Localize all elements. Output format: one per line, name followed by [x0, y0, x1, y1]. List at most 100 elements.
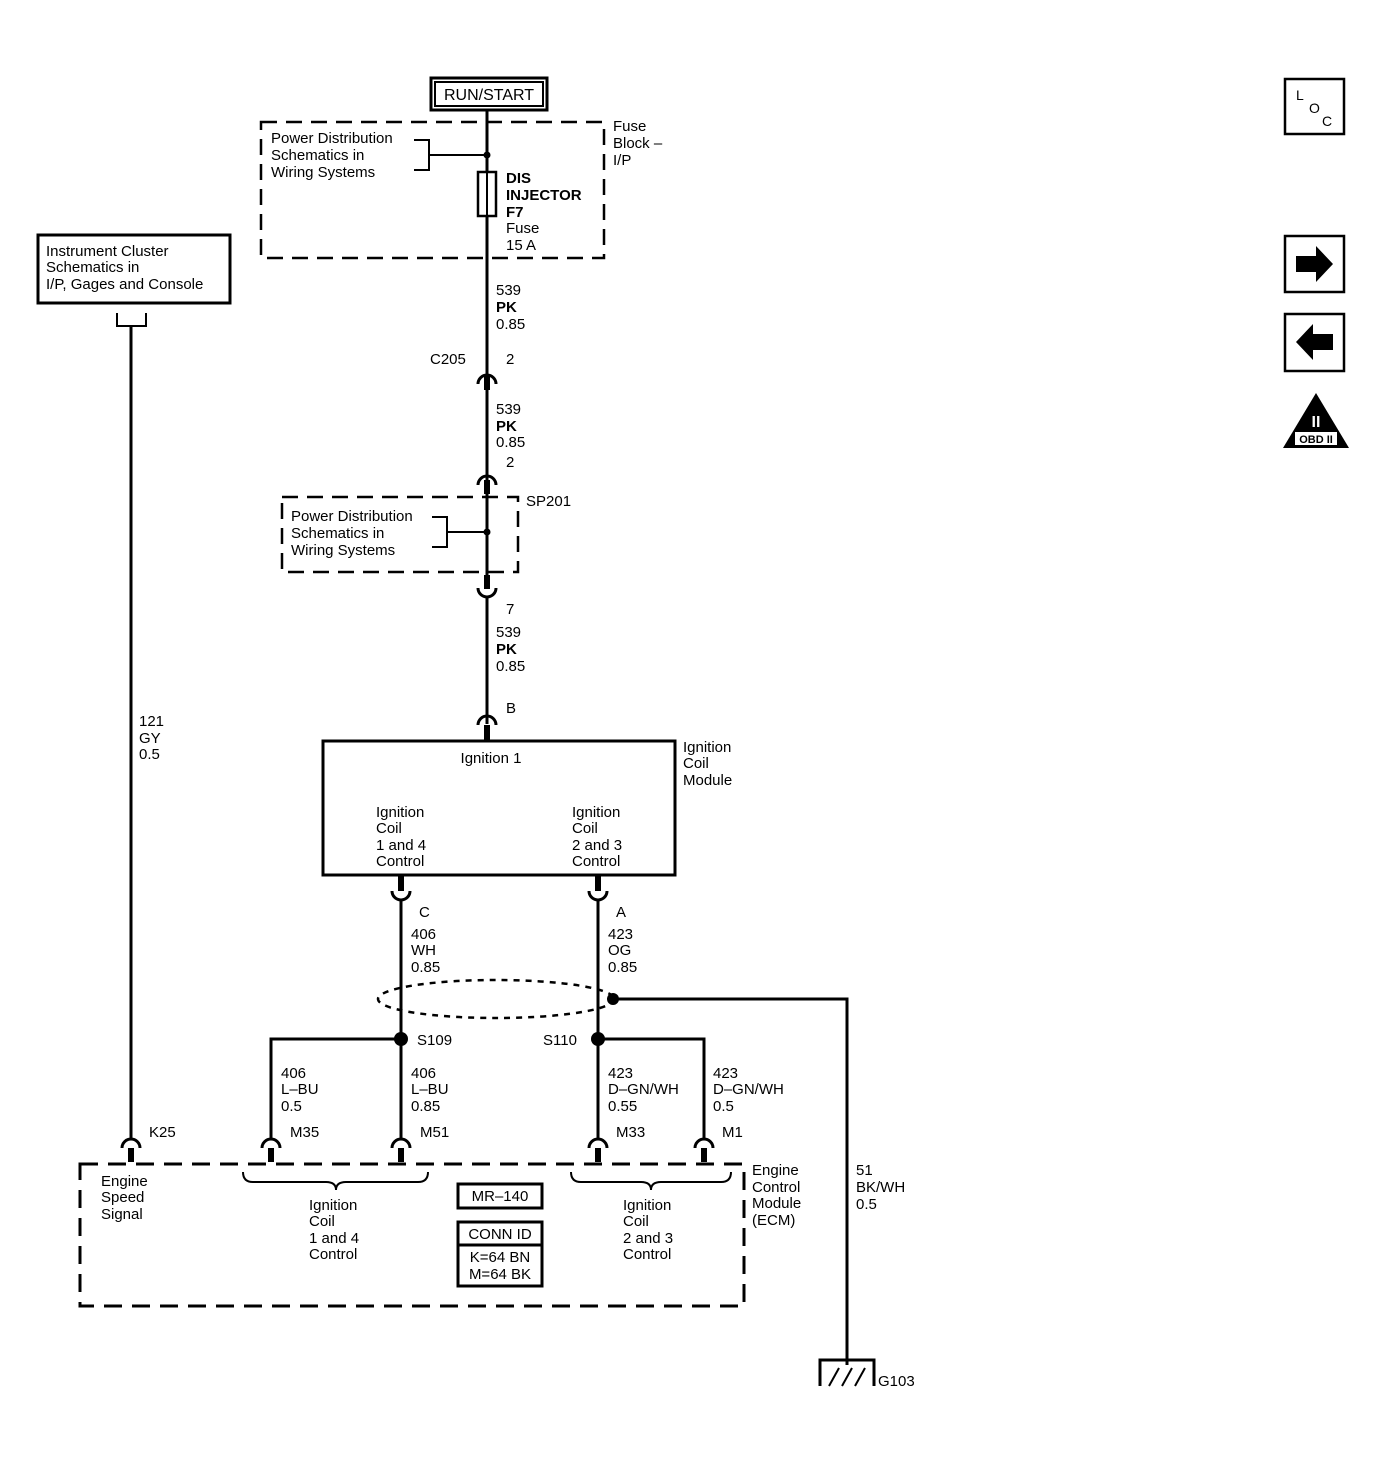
coil-module-label-1: Ignition	[683, 739, 731, 756]
sp201-name: SP201	[526, 493, 571, 510]
branch-423-right-circuit: 423	[713, 1065, 738, 1082]
obd-ii-button[interactable]: II OBD II	[1283, 393, 1349, 448]
wire-51-size: 0.5	[856, 1196, 877, 1213]
sp201-bottom-terminal	[476, 587, 498, 599]
next-page-button[interactable]	[1283, 234, 1346, 294]
ecm-pin-m35	[260, 1137, 282, 1162]
wire-539-a-size: 0.85	[496, 316, 525, 333]
branch-406-right-label: 406 L–BU 0.85	[411, 1065, 449, 1115]
branch-423-right-label: 423 D–GN/WH 0.5	[713, 1065, 784, 1115]
ecm-ctrl-23-line-4: Control	[623, 1246, 671, 1263]
ecm-label-3: Module	[752, 1195, 801, 1212]
branch-406-right-color: L–BU	[411, 1081, 449, 1098]
wire-423-label: 423 OG 0.85	[608, 926, 637, 976]
ecm-pin-m35-label: M35	[290, 1124, 319, 1141]
ground-g103-icon	[818, 1358, 876, 1387]
sp201-ref-line-3: Wiring Systems	[291, 542, 395, 559]
ecm-outline	[78, 1162, 746, 1308]
ground-g103-label: G103	[878, 1373, 915, 1390]
branch-406-left-label: 406 L–BU 0.5	[281, 1065, 319, 1115]
conn-id-box	[456, 1220, 544, 1288]
coil-module-right-ctrl-3: 2 and 3	[572, 837, 622, 854]
wire-539-b-label: 539 PK 0.85	[496, 401, 525, 451]
instrument-cluster-line-3: I/P, Gages and Console	[46, 276, 203, 293]
coil-module-pin-b-female	[476, 714, 498, 726]
ecm-label: Engine Control Module (ECM)	[752, 1162, 801, 1229]
coil-module-label-2: Coil	[683, 755, 709, 772]
wire-539-c-label: 539 PK 0.85	[496, 624, 525, 675]
conn-id-title: CONN ID	[468, 1226, 532, 1243]
obd-ii-numeral: II	[1312, 414, 1321, 431]
ecm-pin-k25-label: K25	[149, 1124, 176, 1141]
run-start-label: RUN/START	[444, 87, 534, 104]
sp201-ref: Power Distribution Schematics in Wiring …	[291, 508, 413, 559]
sp201-ref-line-2: Schematics in	[291, 525, 384, 542]
ecm-pin-m51-label: M51	[420, 1124, 449, 1141]
sp201-top-pin	[484, 480, 490, 494]
fuse-label-2: INJECTOR	[506, 187, 582, 204]
ecm-engine-speed: Engine Speed Signal	[101, 1173, 148, 1223]
instrument-cluster-label: Instrument Cluster Schematics in I/P, Ga…	[46, 243, 203, 293]
fuse-f7-label: DIS INJECTOR F7 Fuse 15 A	[506, 170, 582, 254]
fuse-block-ref-line-1: Power Distribution	[271, 130, 393, 147]
ecm-ctrl-14-line-3: 1 and 4	[309, 1230, 359, 1247]
ecm-brace-coil-2-3	[570, 1171, 732, 1191]
branch-423-left-color: D–GN/WH	[608, 1081, 679, 1098]
coil-pin-a-male	[595, 875, 601, 891]
wire-406-branch-left	[269, 1037, 401, 1140]
wire-539-b-color: PK	[496, 418, 517, 435]
splice-s109-label: S109	[417, 1032, 452, 1049]
obd-ii-label: OBD II	[1299, 434, 1333, 446]
branch-423-left-label: 423 D–GN/WH 0.55	[608, 1065, 679, 1115]
coil-module-supply: Ignition 1	[461, 750, 522, 767]
wire-406-color: WH	[411, 942, 436, 959]
coil-pin-c-female	[390, 890, 412, 902]
conn-id-line-1: K=64 BN	[470, 1249, 530, 1266]
wire-51-label: 51 BK/WH 0.5	[856, 1162, 905, 1213]
loc-letter-l: L	[1296, 87, 1304, 103]
coil-module-right-ctrl-4: Control	[572, 853, 620, 870]
coil-pin-a-female	[587, 890, 609, 902]
ecm-label-4: (ECM)	[752, 1212, 795, 1229]
sp201-pin-bottom: 7	[506, 601, 514, 618]
coil-module-left-ctrl-4: Control	[376, 853, 424, 870]
instrument-cluster-line-1: Instrument Cluster	[46, 243, 169, 260]
ecm-engine-speed-2: Speed	[101, 1189, 144, 1206]
sp201-bottom-pin	[484, 575, 490, 589]
c205-pin-bottom: 2	[506, 454, 514, 471]
ecm-ctrl-14-line-1: Ignition	[309, 1197, 357, 1214]
mr-140-box	[456, 1182, 544, 1210]
fuse-block-ref-line-3: Wiring Systems	[271, 164, 375, 181]
wire-121-color: GY	[139, 730, 161, 747]
coil-module-label-3: Module	[683, 772, 732, 789]
run-start-box: RUN/START	[429, 76, 549, 112]
ecm-ctrl-23-line-1: Ignition	[623, 1197, 671, 1214]
fuse-block-label-line-2: Block –	[613, 135, 663, 152]
branch-423-right-size: 0.5	[713, 1098, 734, 1115]
wire-121-size: 0.5	[139, 746, 160, 763]
fuse-block-ref-line-2: Schematics in	[271, 147, 364, 164]
ecm-ctrl-23-line-3: 2 and 3	[623, 1230, 673, 1247]
fuse-block-label: Fuse Block – I/P	[613, 118, 663, 169]
fuse-label-1: DIS	[506, 170, 531, 187]
instrument-cluster-line-2: Schematics in	[46, 259, 139, 276]
prev-page-button[interactable]	[1283, 312, 1346, 373]
loc-letter-c: C	[1322, 113, 1332, 129]
fuse-block-label-line-3: I/P	[613, 152, 631, 169]
wire-121-label: 121 GY 0.5	[139, 713, 164, 763]
coil-pin-c-label: C	[419, 904, 430, 921]
ecm-label-2: Control	[752, 1179, 800, 1196]
loc-button[interactable]: L O C	[1283, 77, 1346, 136]
coil-module-right-ctrl: Ignition Coil 2 and 3 Control	[572, 804, 622, 870]
sp201-outline	[280, 495, 520, 574]
branch-406-left-circuit: 406	[281, 1065, 306, 1082]
ecm-ctrl-2-3: Ignition Coil 2 and 3 Control	[623, 1197, 673, 1263]
c205-name: C205	[430, 351, 466, 368]
twisted-pair-shield	[376, 978, 616, 1020]
wire-423-color: OG	[608, 942, 631, 959]
ecm-pin-m1	[693, 1137, 715, 1162]
coil-pin-a-label: A	[616, 904, 626, 921]
fuse-block-outline	[259, 120, 606, 260]
coil-module-left-ctrl-2: Coil	[376, 820, 402, 837]
